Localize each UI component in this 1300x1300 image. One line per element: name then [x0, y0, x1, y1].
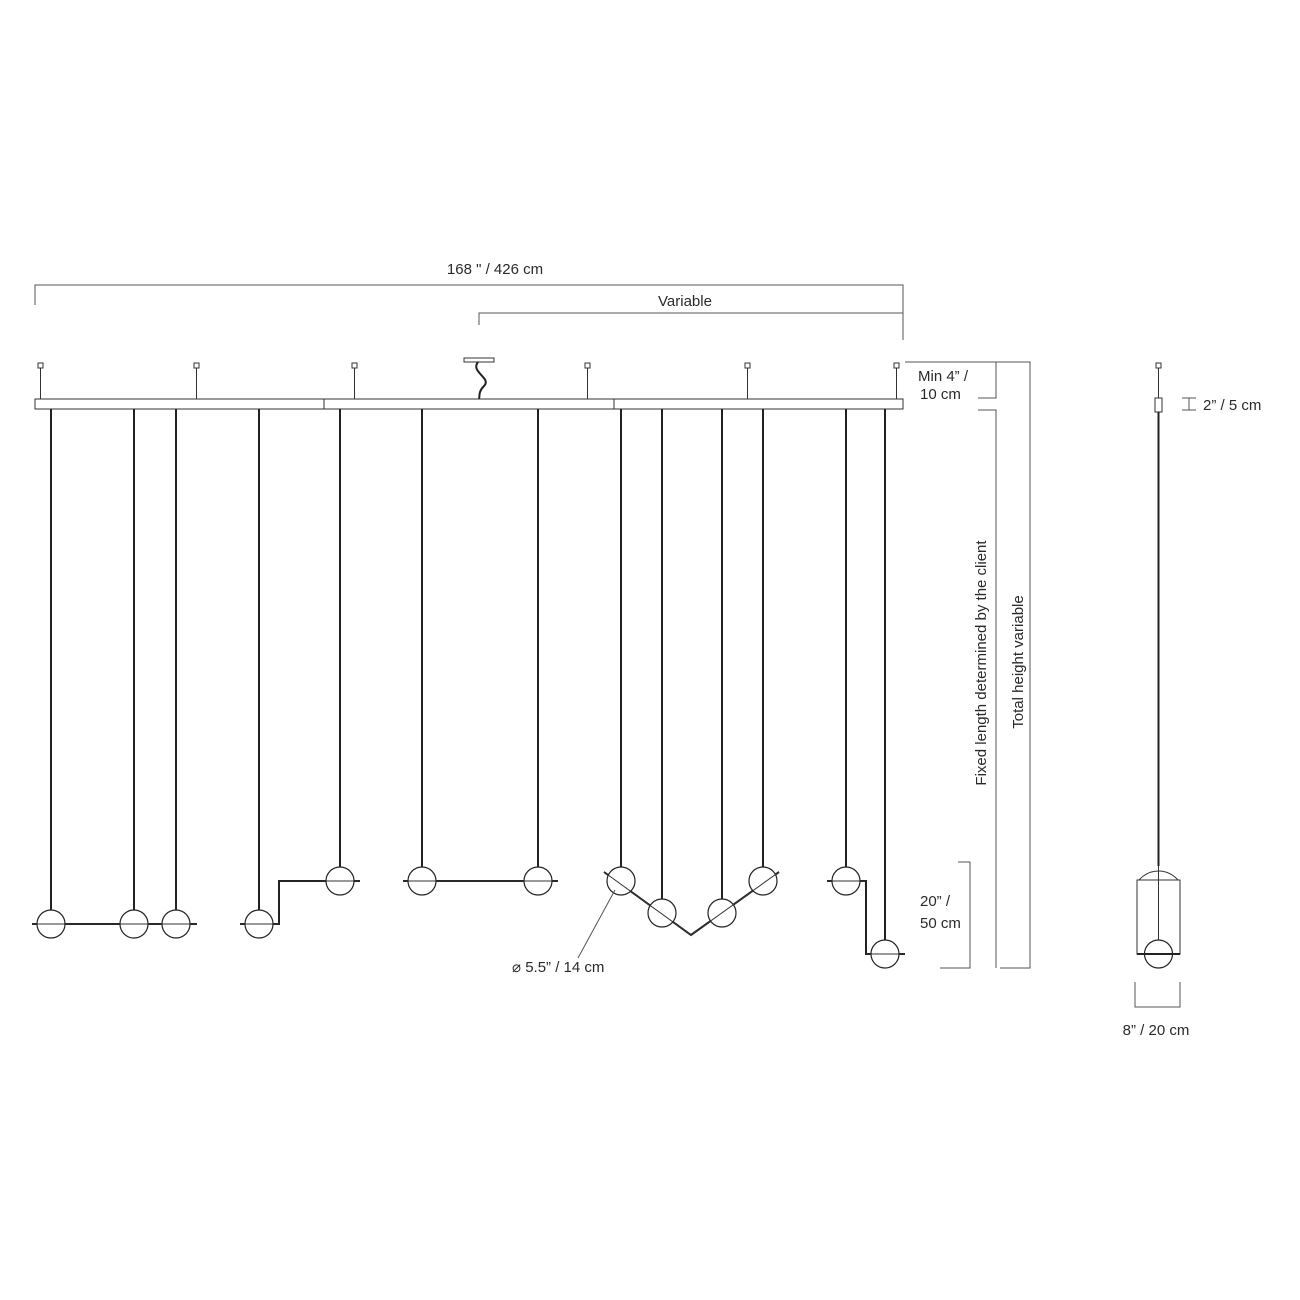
fixed-length-label: Fixed length determined by the client: [973, 540, 990, 786]
horizontal-rail: [34, 398, 904, 410]
ceiling-anchors: [37, 362, 900, 399]
canopy-min-dimension: Min 4” / 10 cm: [918, 361, 997, 403]
side-connector-label: 2” / 5 cm: [1203, 397, 1261, 414]
module-height-dimension: 20” / 50 cm: [920, 861, 971, 969]
variable-width-label: Variable: [658, 293, 712, 310]
side-connector: [1154, 397, 1163, 413]
min-canopy-label-1: Min 4” /: [918, 368, 969, 385]
globe: [647, 898, 677, 928]
variable-width-dimension: Variable: [478, 293, 903, 325]
globe: [606, 866, 636, 896]
min-canopy-label-2: 10 cm: [920, 386, 961, 403]
total-height-label: Total height variable: [1010, 595, 1027, 728]
pendant-module-5: [827, 409, 905, 969]
total-width-label: 168 " / 426 cm: [447, 261, 543, 278]
total-height-dimension: Total height variable: [905, 361, 1031, 969]
globe-diameter-callout: ⌀ 5.5” / 14 cm: [512, 889, 616, 976]
pendant-module-4: [603, 409, 780, 937]
module-height-label-1: 20” /: [920, 893, 951, 910]
module-height-label-2: 50 cm: [920, 915, 961, 932]
fixed-length-dimension: Fixed length determined by the client: [973, 409, 997, 968]
globe-diameter-label: ⌀ 5.5” / 14 cm: [512, 959, 604, 976]
ceiling-canopy: [463, 357, 495, 400]
pendant-module-3: [403, 409, 558, 896]
side-view: 8” / 20 cm 2” / 5 cm: [1123, 362, 1261, 1039]
pendant-module-2: [240, 409, 360, 939]
total-width-dimension: 168 " / 426 cm: [34, 261, 904, 340]
pendant-module-1: [32, 409, 197, 939]
side-width-label: 8” / 20 cm: [1123, 1022, 1190, 1039]
